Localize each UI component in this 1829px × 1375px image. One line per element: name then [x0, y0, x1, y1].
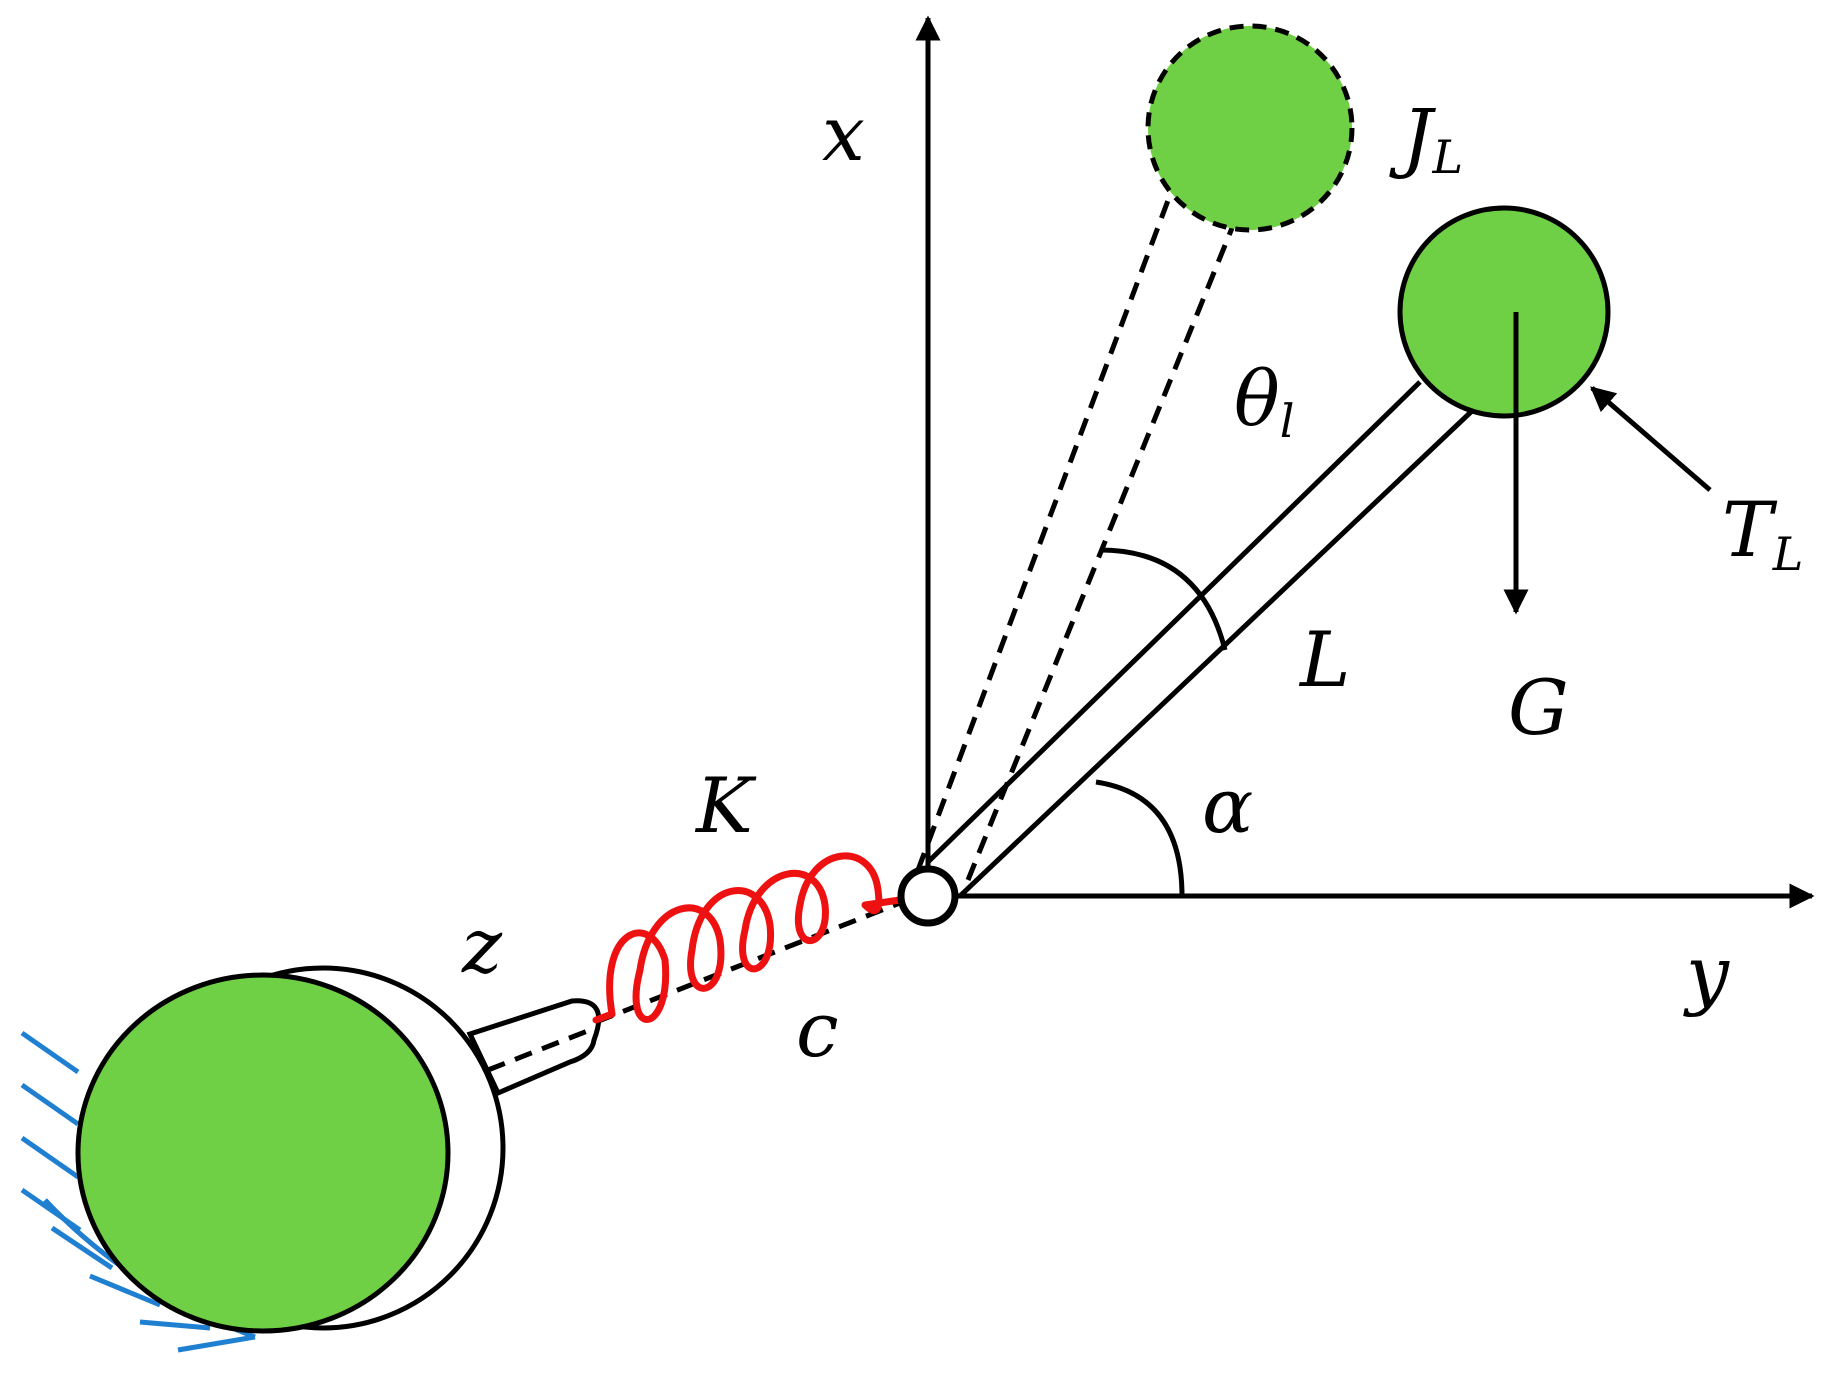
jl-symbol: J: [1389, 92, 1436, 181]
theta-angle-arc: [1099, 547, 1228, 651]
motor-mass: [75, 972, 451, 1334]
torque-arrow: [1590, 386, 1712, 492]
theta-symbol: θ: [1234, 354, 1280, 443]
motor-shaft: [466, 998, 602, 1097]
gravity-label: G: [1508, 663, 1569, 752]
alpha-label: α: [1202, 761, 1253, 850]
spring-coil: [592, 852, 932, 1024]
dashed-pendulum-arm: [915, 194, 1235, 881]
arm-length-label: L: [1298, 615, 1350, 704]
tl-label: TL: [1722, 485, 1803, 581]
damping-c-label: c: [796, 985, 839, 1074]
dashed-pendulum-mass: [1145, 23, 1355, 233]
x-axis-label: x: [822, 89, 865, 178]
shaft-z-label: z: [461, 901, 503, 990]
jl-label: JL: [1389, 92, 1463, 184]
pivot-joint: [897, 865, 959, 927]
pendulum-arm: [926, 380, 1475, 898]
spring-k-label: K: [694, 761, 757, 850]
pendulum-mass: [1397, 205, 1611, 419]
tl-symbol: T: [1722, 485, 1778, 574]
theta-label: θl: [1234, 354, 1294, 448]
alpha-angle-arc: [1095, 779, 1185, 897]
tl-subscript: L: [1772, 527, 1804, 581]
theta-subscript: l: [1280, 394, 1295, 448]
y-axis-label: y: [1683, 929, 1730, 1018]
jl-subscript: L: [1431, 130, 1463, 184]
